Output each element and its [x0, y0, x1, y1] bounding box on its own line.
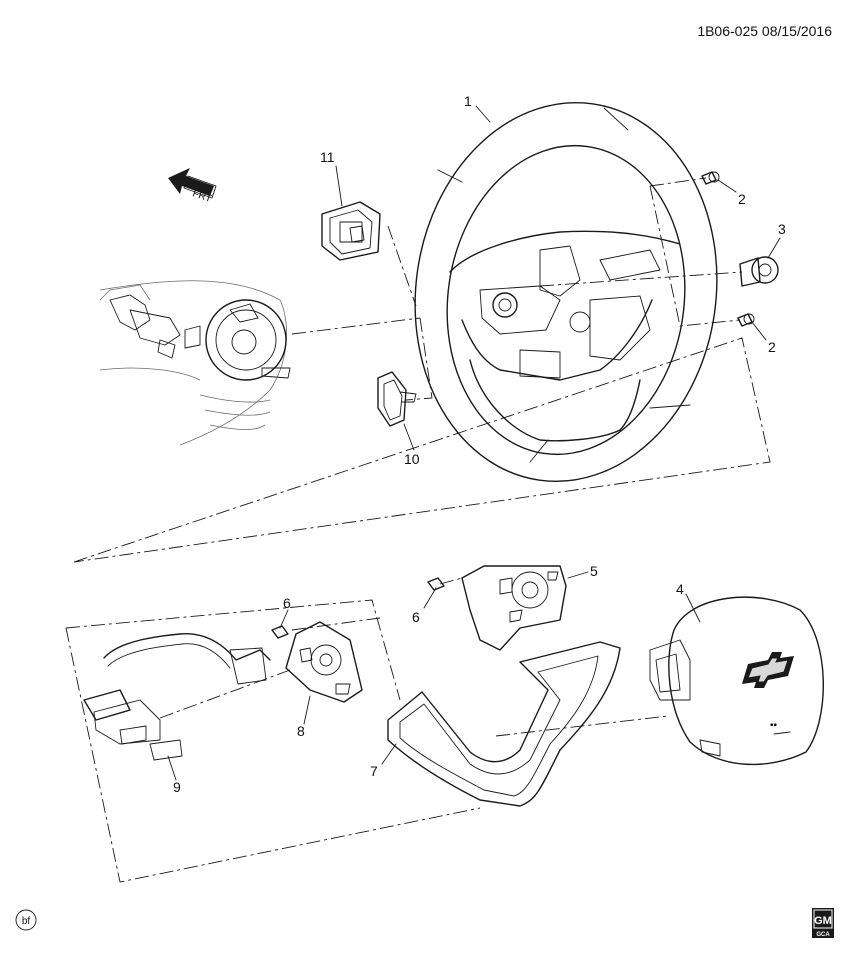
bolt-lower — [737, 313, 755, 327]
callout-10: 10 — [404, 451, 420, 467]
part-11-switch — [321, 201, 381, 261]
bezel-part-7 — [387, 641, 621, 807]
callout-2-lower: 2 — [768, 339, 776, 355]
callout-1: 1 — [464, 93, 472, 109]
switch-part-5 — [461, 565, 567, 651]
callout-9: 9 — [173, 779, 181, 795]
callout-7: 7 — [370, 763, 378, 779]
callout-leaders — [167, 105, 781, 781]
callout-6-right: 6 — [412, 609, 420, 625]
part-10-switch — [377, 371, 417, 427]
airbag-module: ▪▪ — [649, 596, 825, 766]
gm-logo-icon: GM GCA — [812, 908, 834, 938]
callout-8: 8 — [297, 723, 305, 739]
steering-column — [99, 280, 291, 446]
bf-badge-icon: bf — [15, 909, 37, 931]
svg-text:▪▪: ▪▪ — [770, 720, 778, 731]
steering-wheel-rim-inner — [446, 144, 686, 456]
callout-5: 5 — [590, 563, 598, 579]
switch-part-8 — [285, 621, 363, 703]
screw-part-6-left — [271, 625, 289, 639]
callout-3: 3 — [778, 221, 786, 237]
callout-4: 4 — [676, 581, 684, 597]
nut-part-3 — [739, 256, 779, 287]
steering-wheel-rim-outer — [414, 101, 718, 483]
wiring-harness-part-9 — [83, 633, 271, 761]
diagram-reference-number: 1B06-025 08/15/2016 — [697, 23, 832, 39]
bf-badge-text: bf — [22, 916, 31, 927]
bolt-upper — [701, 171, 720, 185]
gm-logo-top-text: GM — [814, 915, 832, 927]
front-direction-arrow-icon: FRT — [168, 168, 217, 205]
clock-spring — [205, 299, 287, 381]
gm-logo-bottom-text: GCA — [816, 932, 830, 938]
screw-part-6-right — [427, 577, 445, 591]
callout-6-left: 6 — [283, 595, 291, 611]
steering-wheel-assembly — [414, 101, 718, 483]
callout-2-upper: 2 — [738, 191, 746, 207]
callout-11: 11 — [320, 149, 335, 165]
